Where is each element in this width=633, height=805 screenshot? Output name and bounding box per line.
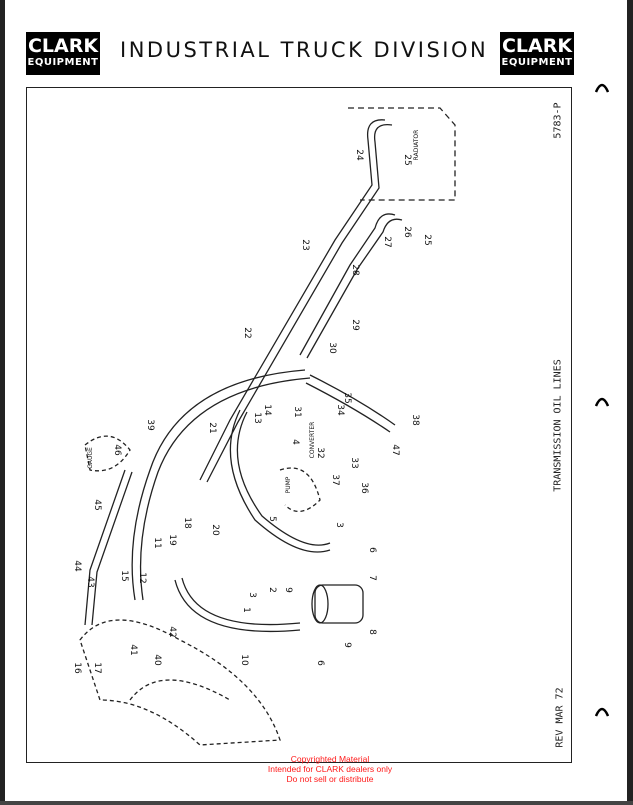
callout-14: 14: [262, 404, 272, 416]
callout-31: 31: [292, 406, 302, 417]
callout-16: 16: [72, 662, 82, 674]
copyright-line: Copyrighted Material: [290, 754, 370, 764]
logo-subtext: EQUIPMENT: [501, 57, 573, 68]
callout-24: 24: [354, 149, 364, 161]
copyright-line: Intended for CLARK dealers only: [267, 764, 393, 774]
callout-28: 28: [350, 264, 360, 276]
callout-33: 33: [349, 457, 359, 468]
callout-27: 27: [382, 236, 392, 247]
gauge-outline: [84, 435, 131, 472]
page-edge-bottom: [0, 801, 633, 805]
callout-2: 2: [267, 587, 277, 593]
callout-13: 13: [252, 412, 262, 423]
callout-3: 3: [247, 592, 257, 598]
callout-42: 42: [167, 626, 177, 637]
logo-text: CLARK: [27, 35, 99, 57]
binder-hole-mark: [595, 392, 609, 408]
diagram-caption: TRANSMISSION OIL LINES: [552, 359, 564, 492]
callout-46: 46: [112, 444, 122, 456]
filter-canister: [314, 584, 364, 624]
callout-19: 19: [167, 534, 177, 546]
revision-date: REV MAR 72: [554, 687, 566, 748]
component-label-pump: PUMP: [285, 476, 292, 493]
component-label-radiator: RADIATOR: [413, 130, 420, 161]
callout-25: 25: [422, 234, 432, 245]
binder-hole-mark: [595, 78, 609, 94]
callout-20: 20: [210, 524, 220, 536]
callout-6: 6: [315, 660, 325, 666]
callout-35: 35: [342, 392, 352, 403]
copyright-notice: Copyrighted Material Intended for CLARK …: [230, 754, 430, 784]
callout-12: 12: [137, 572, 147, 583]
callout-30: 30: [327, 342, 337, 354]
callout-43: 43: [85, 576, 95, 587]
callout-34: 34: [335, 404, 345, 416]
clark-logo-left: CLARK EQUIPMENT: [26, 32, 100, 75]
radiator-outline: [348, 107, 456, 201]
callout-11: 11: [152, 537, 162, 548]
callout-15: 15: [119, 570, 129, 581]
callout-22: 22: [242, 327, 252, 338]
logo-text: CLARK: [501, 35, 573, 57]
callout-18: 18: [182, 517, 192, 529]
callout-39: 39: [145, 419, 155, 431]
page-title: INDUSTRIAL TRUCK DIVISION: [120, 38, 489, 62]
binder-hole-mark: [595, 702, 609, 718]
callout-36: 36: [359, 482, 369, 494]
hose-22: [199, 119, 386, 481]
callout-9: 9: [283, 587, 293, 593]
clark-logo-right: CLARK EQUIPMENT: [500, 32, 574, 75]
callout-5: 5: [267, 516, 277, 522]
part-code: 5783-P: [552, 102, 564, 139]
callout-40: 40: [152, 654, 162, 666]
callout-1: 1: [241, 607, 251, 613]
callout-25: 25: [402, 154, 412, 165]
callout-17: 17: [92, 662, 102, 673]
page-edge-left: [0, 0, 5, 805]
callout-3: 3: [334, 522, 344, 528]
page-edge-right: [627, 0, 633, 805]
callout-45: 45: [92, 499, 102, 510]
copyright-line: Do not sell or distribute: [286, 774, 374, 784]
callout-32: 32: [315, 447, 325, 458]
diagram-frame: [26, 87, 572, 763]
callout-26: 26: [402, 226, 412, 238]
callout-44: 44: [72, 560, 82, 572]
callout-10: 10: [239, 654, 249, 666]
callout-9: 9: [342, 642, 352, 648]
transmission-outline: [79, 619, 281, 746]
callout-8: 8: [367, 629, 377, 635]
callout-38: 38: [410, 414, 420, 426]
component-label-converter: CONVERTER: [309, 422, 316, 459]
callout-29: 29: [350, 319, 360, 331]
callout-21: 21: [207, 422, 217, 433]
callout-4: 4: [290, 439, 300, 445]
logo-subtext: EQUIPMENT: [27, 57, 99, 68]
callout-7: 7: [367, 575, 377, 581]
callout-6: 6: [367, 547, 377, 553]
callout-37: 37: [330, 474, 340, 485]
component-label-gauge: GAUGE: [87, 447, 94, 469]
callout-23: 23: [300, 239, 310, 250]
callout-47: 47: [390, 444, 400, 455]
callout-41: 41: [128, 644, 138, 655]
